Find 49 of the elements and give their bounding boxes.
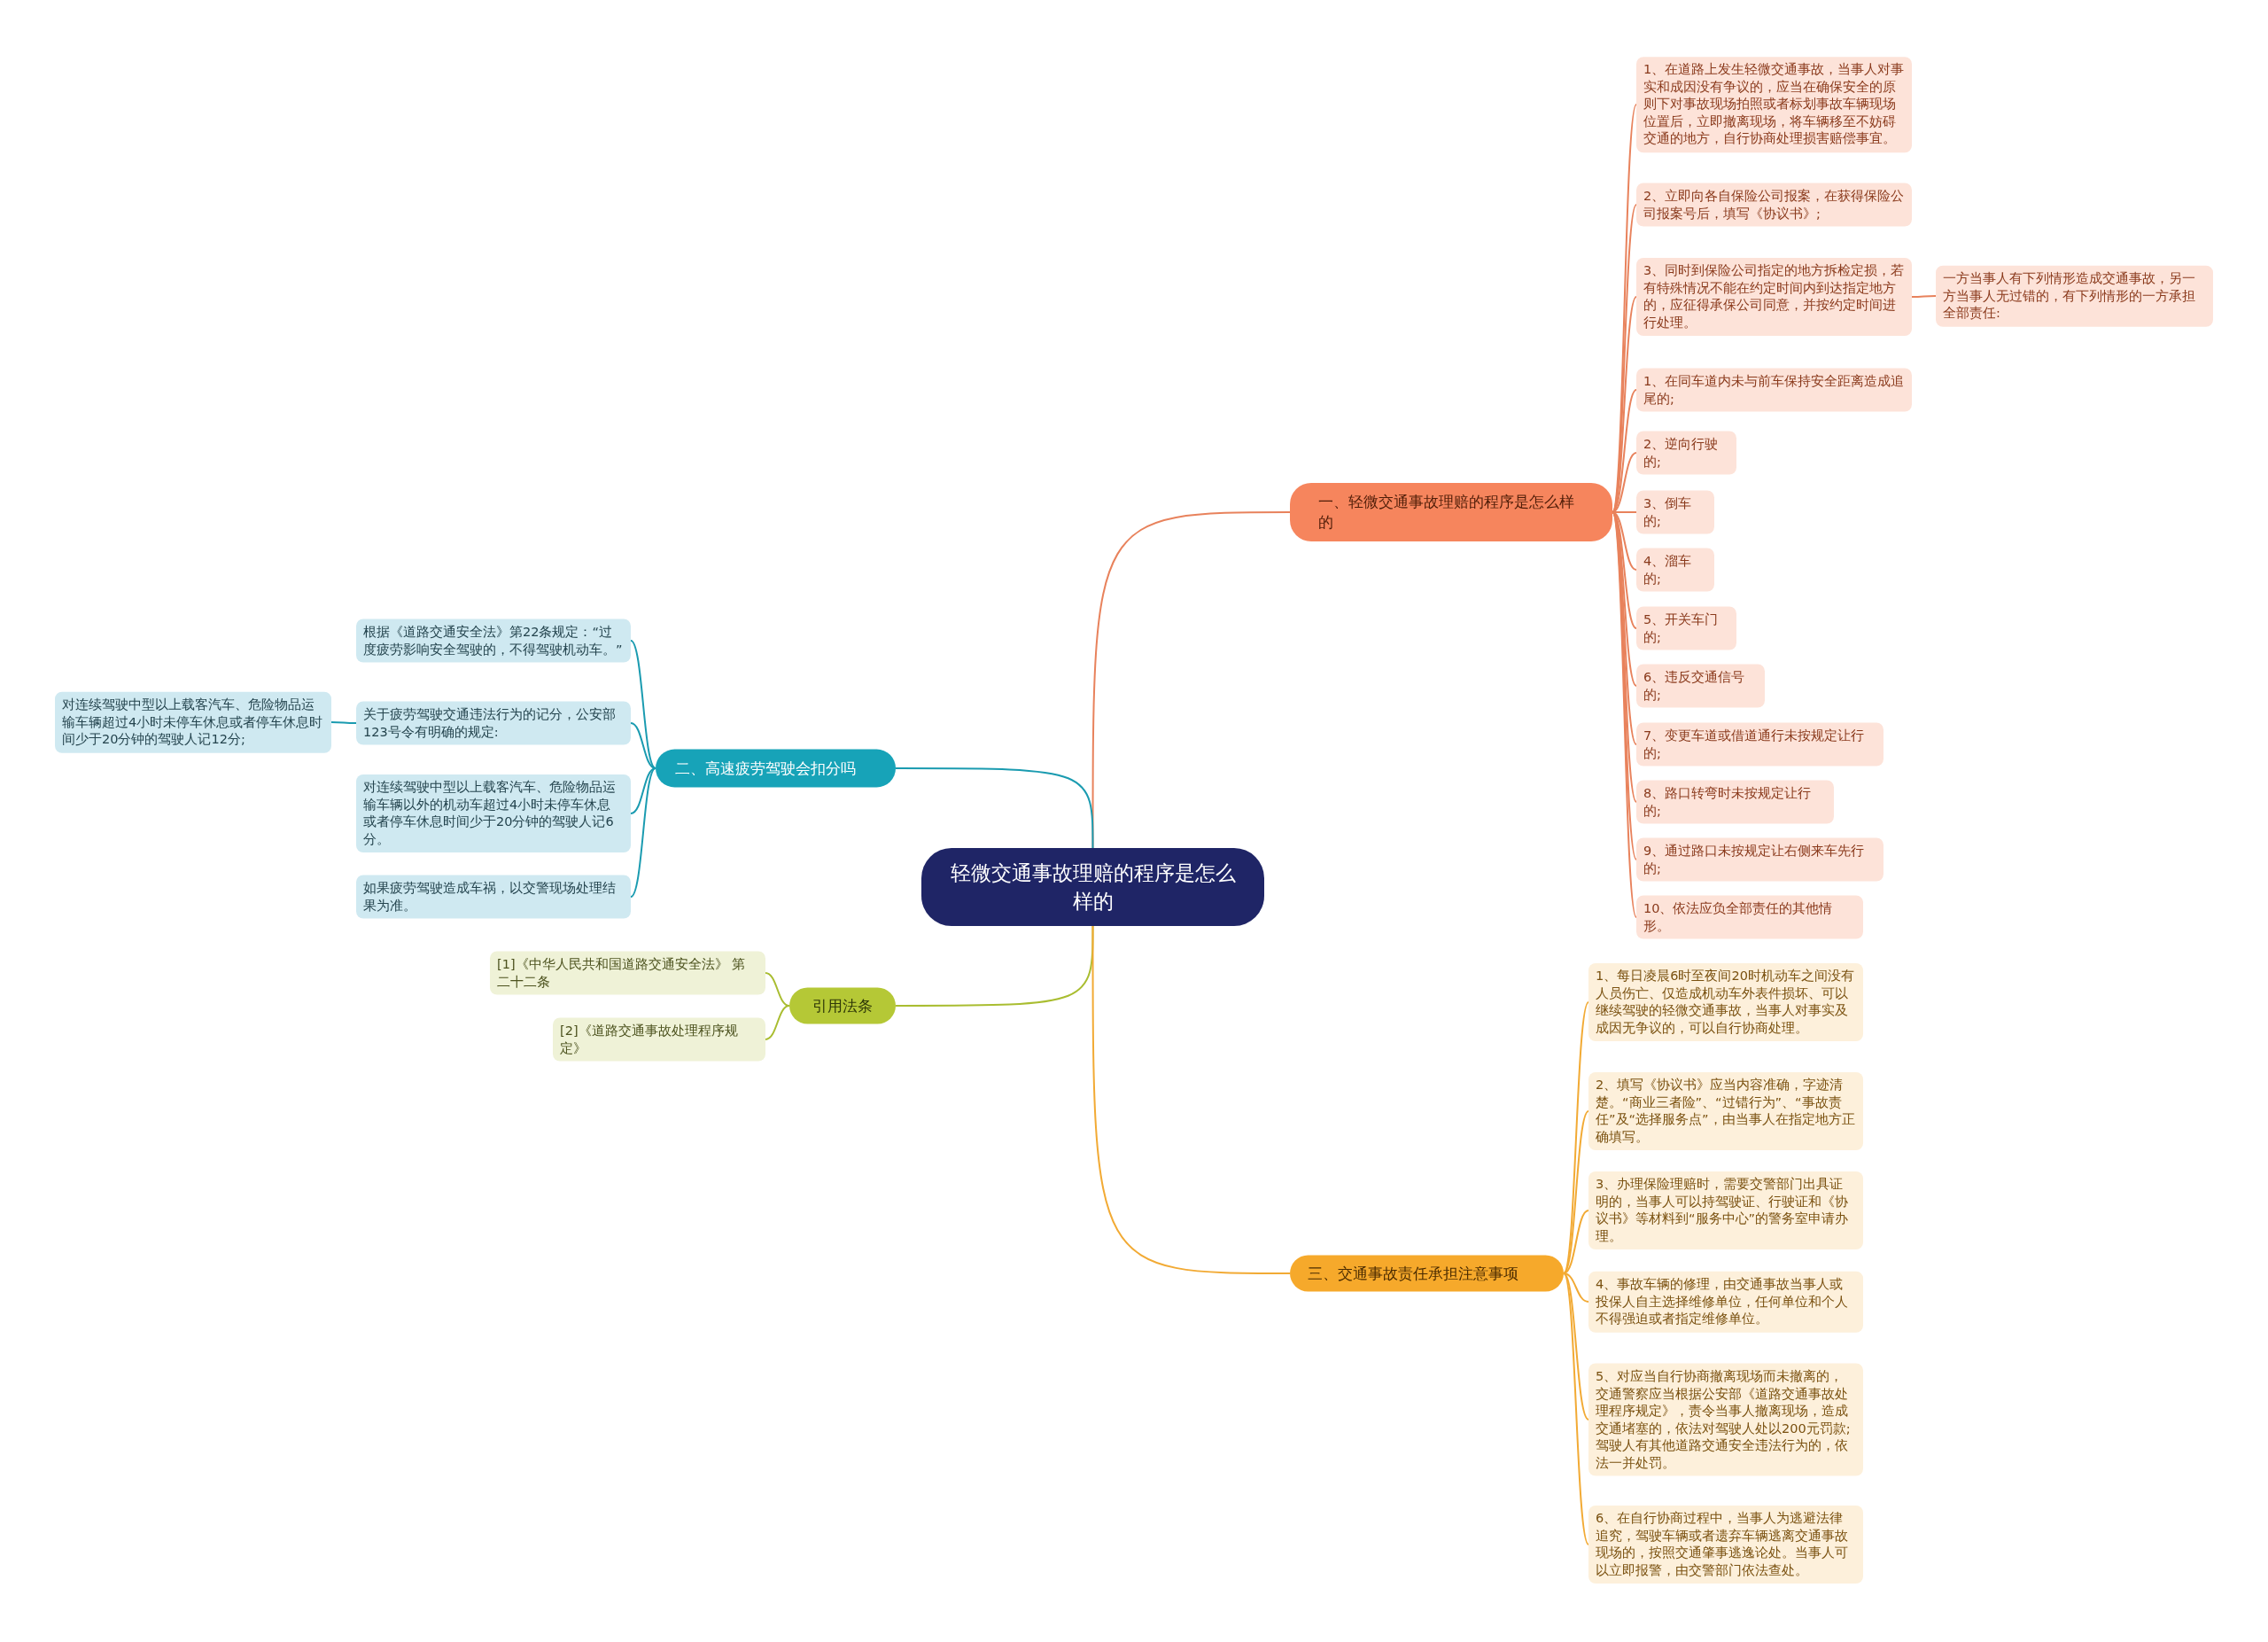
topic-card: 4、事故车辆的修理，由交通事故当事人或投保人自主选择维修单位，任何单位和个人不得强迫或者指定维修单位。 xyxy=(1588,1271,1863,1333)
topic-card: 1、在道路上发生轻微交通事故，当事人对事实和成因没有争议的，应当在确保安全的原则下对事故现场拍照或者标划事故车辆现场位置后，立即撤离现场，将车辆移至不妨碍交通的地方，自行协商处理损害赔偿事宜。 xyxy=(1636,57,1912,152)
topic-card: 2、填写《协议书》应当内容准确，字迹清楚。“商业三者险”、“过错行为”、“事故责任”及“选择服务点”，由当事人在指定地方正确填写。 xyxy=(1588,1072,1863,1150)
topic-card: 对连续驾驶中型以上载客汽车、危险物品运输车辆超过4小时未停车休息或者停车休息时间少于20分钟的驾驶人记12分; xyxy=(55,691,331,753)
connector-line xyxy=(630,640,656,769)
topic-card: 3、办理保险理赔时，需要交警部门出具证明的，当事人可以持驾驶证、行驶证和《协议书》等材料到“服务中心”的警务室申请办理。 xyxy=(1588,1171,1863,1249)
topic-card: [2]《道路交通事故处理程序规定》 xyxy=(553,1017,765,1062)
connector-line xyxy=(895,767,1094,849)
topic-card: [1]《中华人民共和国道路交通安全法》 第二十二条 xyxy=(490,951,765,995)
topic-card: 9、通过路口未按规定让右侧来车先行的; xyxy=(1636,837,1884,882)
topic-card: 10、依法应负全部责任的其他情形。 xyxy=(1636,895,1863,939)
branch-topic: 二、高速疲劳驾驶会扣分吗 xyxy=(656,749,896,788)
topic-card: 如果疲劳驾驶造成车祸，以交警现场处理结果为准。 xyxy=(356,875,631,919)
topic-card: 5、开关车门的; xyxy=(1636,606,1736,650)
branch-topic: 引用法条 xyxy=(789,987,896,1024)
connector-line xyxy=(1563,1001,1589,1274)
connector-line xyxy=(765,1005,790,1040)
topic-card: 关于疲劳驾驶交通违法行为的记分，公安部123号令有明确的规定: xyxy=(356,701,631,745)
connector-line xyxy=(630,722,656,769)
connector-line xyxy=(1563,1110,1589,1274)
topic-card: 根据《道路交通安全法》第22条规定：“过度疲劳影响安全驾驶的，不得驾驶机动车。” xyxy=(356,619,631,663)
connector-line xyxy=(1091,511,1291,849)
topic-card: 6、违反交通信号的; xyxy=(1636,664,1765,708)
topic-card: 4、溜车的; xyxy=(1636,548,1714,592)
topic-card: 7、变更车道或借道通行未按规定让行的; xyxy=(1636,722,1884,767)
topic-card: 一方当事人有下列情形造成交通事故，另一方当事人无过错的，有下列情形的一方承担全部责任: xyxy=(1936,265,2213,327)
branch-topic: 三、交通事故责任承担注意事项 xyxy=(1290,1255,1564,1292)
topic-card: 6、在自行协商过程中，当事人为逃避法律追究，驾驶车辆或者遗弃车辆逃离交通事故现场的，按照交通肇事逃逸论处。当事人可以立即报警，由交警部门依法查处。 xyxy=(1588,1506,1863,1584)
topic-card: 1、每日凌晨6时至夜间20时机动车之间没有人员伤亡、仅造成机动车外表件损坏、可以继续驾驶的轻微交通事故，当事人对事实及成因无争议的，可以自行协商处理。 xyxy=(1588,963,1863,1041)
connector-line xyxy=(1563,1272,1589,1303)
topic-card: 5、对应当自行协商撤离现场而未撤离的，交通警察应当根据公安部《道路交通事故处理程序规定》，责令当事人撤离现场，造成交通堵塞的，依法对驾驶人处以200元罚款;驾驶人有其他道路交通安全违法行为的，依法一并处罚。 xyxy=(1588,1363,1863,1476)
topic-card: 8、路口转弯时未按规定让行的; xyxy=(1636,780,1834,824)
branch-topic: 一、轻微交通事故理赔的程序是怎么样的 xyxy=(1290,483,1612,541)
topic-card: 3、同时到保险公司指定的地方拆检定损，若有特殊情况不能在约定时间内到达指定地方的，应征得承保公司同意，并按约定时间进行处理。 xyxy=(1636,258,1912,336)
topic-card: 2、逆向行驶的; xyxy=(1636,431,1736,475)
topic-card: 对连续驾驶中型以上载客汽车、危险物品运输车辆以外的机动车超过4小时未停车休息或者停车休息时间少于20分钟的驾驶人记6分。 xyxy=(356,774,631,852)
topic-card: 3、倒车的; xyxy=(1636,490,1714,534)
topic-card: 1、在同车道内未与前车保持安全距离造成追尾的; xyxy=(1636,368,1912,412)
connector-line xyxy=(765,972,790,1007)
connector-line xyxy=(1911,295,1937,298)
connector-line xyxy=(330,721,357,724)
connector-line xyxy=(895,925,1094,1007)
connector-line xyxy=(630,767,656,898)
topic-card: 2、立即向各自保险公司报案，在获得保险公司报案号后，填写《协议书》; xyxy=(1636,183,1912,227)
central-topic: 轻微交通事故理赔的程序是怎么样的 xyxy=(921,848,1264,926)
connector-line xyxy=(1563,1272,1589,1545)
connector-line xyxy=(1091,925,1291,1274)
connector-line xyxy=(1563,1210,1589,1274)
connector-line xyxy=(1563,1272,1589,1420)
